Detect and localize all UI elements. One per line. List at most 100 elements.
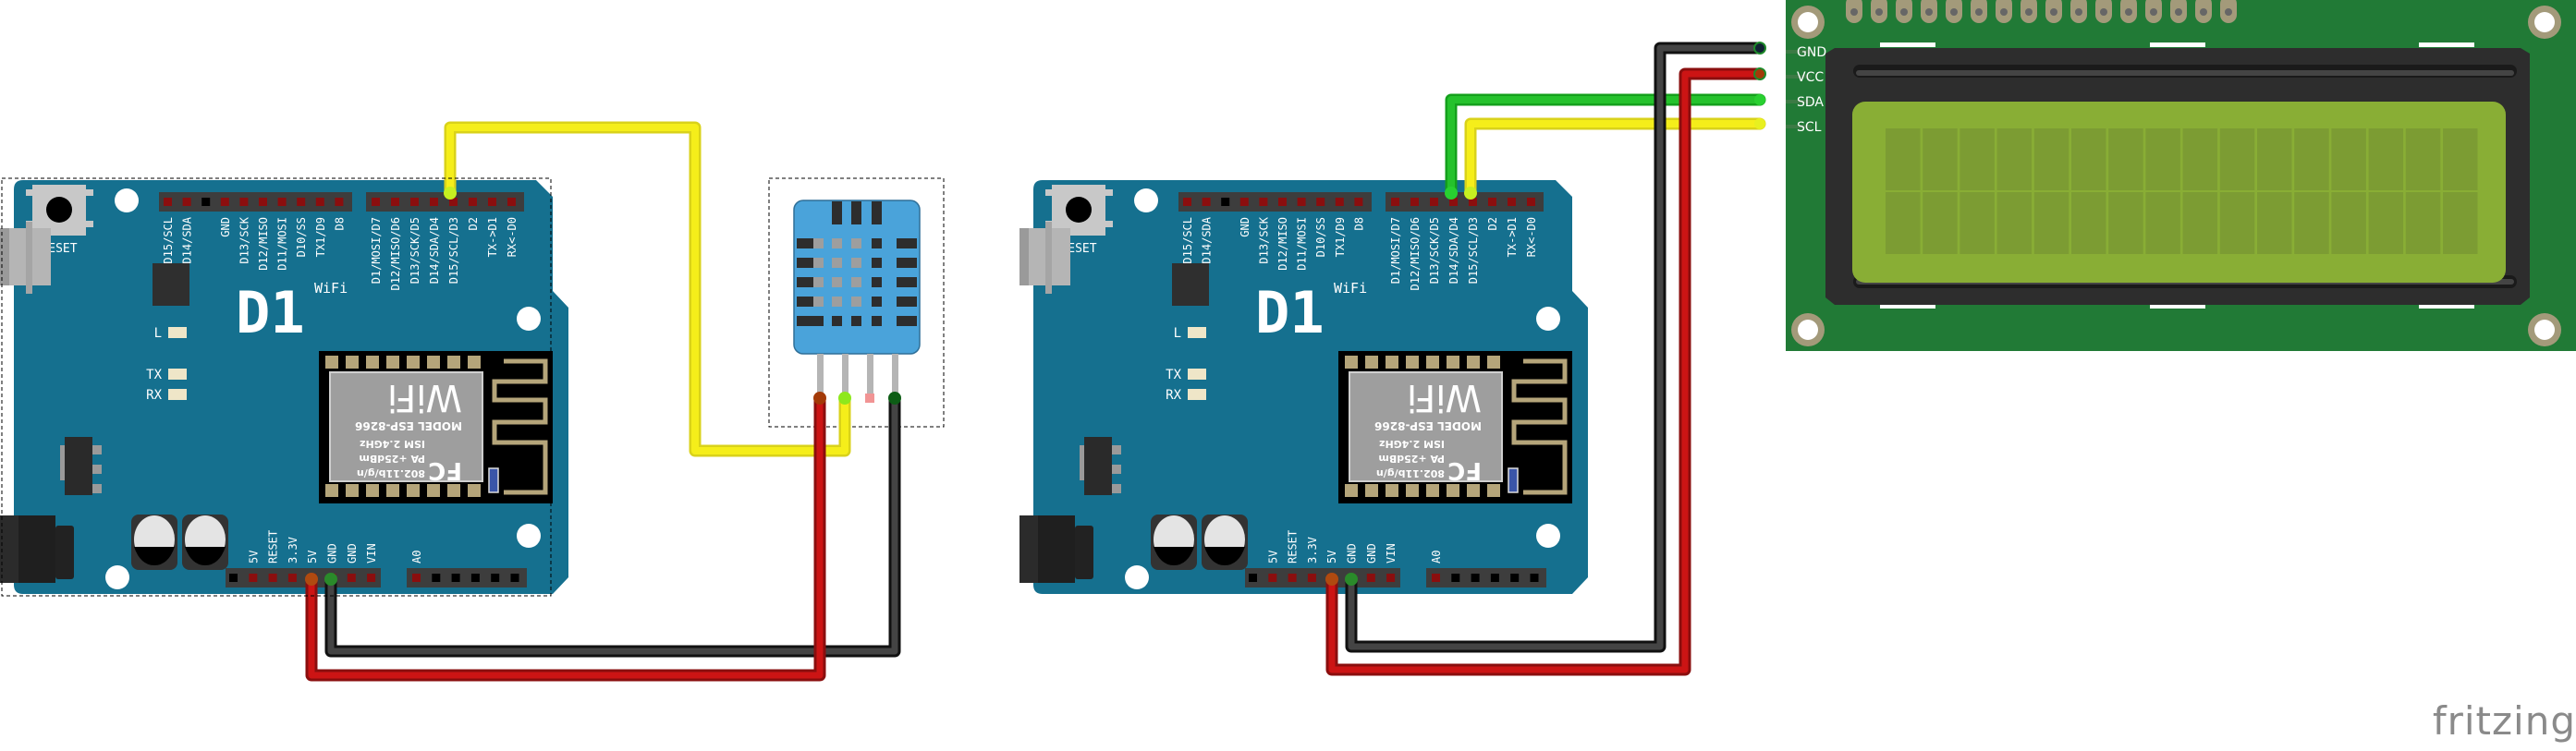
header-pin[interactable] <box>391 198 399 206</box>
header-top-left <box>1178 192 1372 212</box>
dht11-pin[interactable] <box>867 354 873 396</box>
lcd-header-pins <box>1846 0 2237 23</box>
dht11-sensor[interactable] <box>768 177 945 428</box>
header-pin[interactable] <box>412 574 421 582</box>
header-pin[interactable] <box>491 574 500 582</box>
header-pin[interactable] <box>1490 574 1499 582</box>
header-pin[interactable] <box>347 574 356 582</box>
header-pin[interactable] <box>201 198 211 206</box>
header-pin[interactable] <box>1239 198 1249 206</box>
header-pin[interactable] <box>470 574 480 582</box>
pin-label: GND <box>1239 217 1251 237</box>
header-pin[interactable] <box>1307 574 1316 582</box>
header-pin[interactable] <box>507 198 516 206</box>
header-pin[interactable] <box>259 198 267 206</box>
header-pin[interactable] <box>1449 198 1458 206</box>
header-pin[interactable] <box>1297 198 1306 206</box>
header-pin[interactable] <box>1430 198 1438 206</box>
header-pin[interactable] <box>1469 198 1477 206</box>
lcd-char-cell <box>2331 128 2366 190</box>
pin-label: GND <box>326 543 339 563</box>
connector-end-icon <box>1445 187 1458 200</box>
wire-green-sda[interactable] <box>1445 93 1766 200</box>
mount-hole-icon <box>517 307 541 331</box>
pin-label: D13/SCK/D5 <box>409 217 421 284</box>
header-pin[interactable] <box>1488 198 1496 206</box>
lcd-char-cell <box>2331 192 2366 254</box>
header-pin[interactable] <box>1278 198 1287 206</box>
lcd-char-cell <box>2182 192 2218 254</box>
header-pin[interactable] <box>1386 574 1396 582</box>
header-pin[interactable] <box>1510 574 1520 582</box>
header-pin[interactable] <box>335 198 344 206</box>
lcd-char-cell <box>1959 128 1995 190</box>
connector-end-icon <box>444 187 457 200</box>
header-pin[interactable] <box>1221 198 1230 206</box>
header-pin[interactable] <box>488 198 496 206</box>
header-pin[interactable] <box>1268 574 1277 582</box>
header-pin[interactable] <box>1508 198 1516 206</box>
lcd-char-cell <box>2443 192 2478 254</box>
header-pin[interactable] <box>268 574 277 582</box>
lcd-char-cell <box>1996 192 2033 254</box>
header-pin[interactable] <box>220 198 229 206</box>
reset-button[interactable] <box>26 185 93 236</box>
header-pin[interactable] <box>277 198 287 206</box>
connector-end-icon <box>813 392 826 405</box>
header-pin[interactable] <box>164 198 172 206</box>
header-pin[interactable] <box>1202 198 1211 206</box>
pin-label: D11/MOSI <box>276 217 289 271</box>
header-pin[interactable] <box>287 574 297 582</box>
header-pin[interactable] <box>1530 574 1539 582</box>
header-pin[interactable] <box>432 574 441 582</box>
led-label: L <box>1174 326 1181 341</box>
header-pin[interactable] <box>1451 574 1460 582</box>
header-pin[interactable] <box>315 198 324 206</box>
header-bottom-analog <box>407 568 527 587</box>
reset-button[interactable] <box>1045 185 1113 236</box>
header-pin[interactable] <box>1316 198 1325 206</box>
header-pin[interactable] <box>297 198 306 206</box>
header-pin[interactable] <box>239 198 249 206</box>
led-icon <box>1188 369 1206 380</box>
chip <box>1172 263 1209 306</box>
dht11-pins <box>817 354 898 403</box>
pin-label: RX<-D0 <box>1525 217 1538 257</box>
header-pin[interactable] <box>1432 574 1440 582</box>
led-label: TX <box>1166 368 1181 382</box>
header-pin[interactable] <box>182 198 191 206</box>
header-pin[interactable] <box>1527 198 1535 206</box>
header-pin[interactable] <box>367 574 376 582</box>
dht11-pin[interactable] <box>892 354 898 396</box>
header-pin[interactable] <box>1354 198 1363 206</box>
header-pin[interactable] <box>249 574 258 582</box>
header-pin[interactable] <box>449 198 458 206</box>
connector-end-icon <box>888 392 901 405</box>
lcd-char-cell <box>2071 128 2106 190</box>
dht11-pin[interactable] <box>817 354 824 396</box>
header-pin[interactable] <box>1471 574 1480 582</box>
header-pin[interactable] <box>1366 574 1375 582</box>
header-pin[interactable] <box>430 198 438 206</box>
pin-label: VIN <box>365 543 378 563</box>
header-pin[interactable] <box>469 198 477 206</box>
header-pin[interactable] <box>1183 198 1191 206</box>
lcd-char-cell <box>2219 128 2255 190</box>
header-pin[interactable] <box>1335 198 1344 206</box>
header-pin[interactable] <box>1410 198 1419 206</box>
header-pin[interactable] <box>1259 198 1268 206</box>
header-pin[interactable] <box>372 198 380 206</box>
header-pin[interactable] <box>1249 574 1257 582</box>
header-pin[interactable] <box>1288 574 1297 582</box>
header-pin[interactable] <box>510 574 519 582</box>
connector-end-icon <box>305 573 318 586</box>
header-pin[interactable] <box>229 574 238 582</box>
dht11-pin[interactable] <box>842 354 848 396</box>
header-pin[interactable] <box>410 198 419 206</box>
lcd-char-cell <box>2368 192 2404 254</box>
header-pin[interactable] <box>1391 198 1399 206</box>
header-pin[interactable] <box>451 574 460 582</box>
